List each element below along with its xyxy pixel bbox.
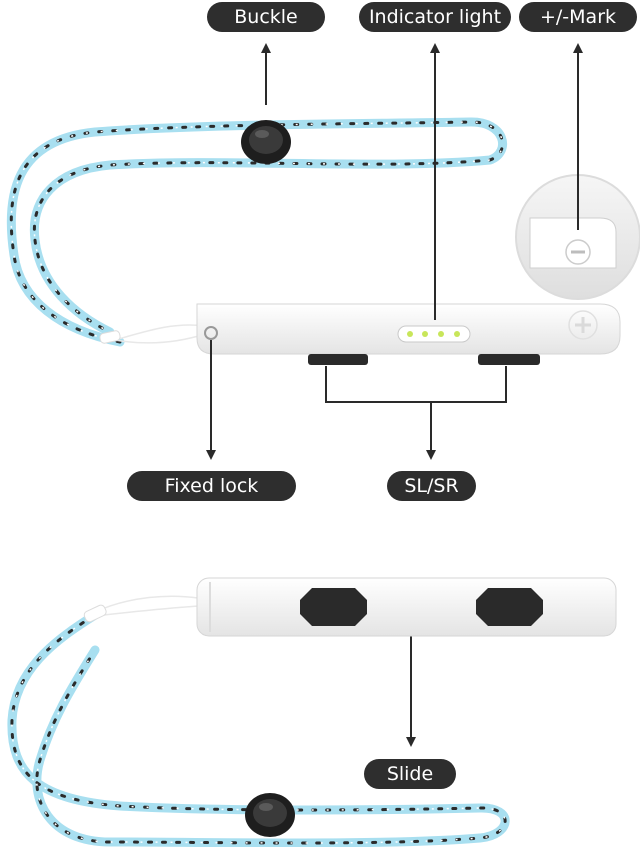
indicator-led-icon [407,331,460,337]
label-indicator-light: Indicator light [359,2,511,32]
label-slide: Slide [364,759,456,789]
sr-button [476,588,543,626]
label-sl-sr: SL/SR [387,471,476,501]
sl-button [300,588,367,626]
label-plus-minus-mark: +/-Mark [519,2,637,32]
buckle-icon [245,793,295,837]
minus-mark-zoom [515,174,640,300]
bottom-strap [7,595,510,847]
bottom-device [196,577,617,637]
top-strap [6,117,508,347]
label-fixed-lock: Fixed lock [127,471,296,501]
buckle-icon [241,120,291,164]
label-buckle: Buckle [207,2,325,32]
callout-lines [206,43,583,747]
sl-button [308,354,368,365]
sr-button [478,354,540,365]
minus-icon [565,239,591,265]
top-device [196,303,621,365]
plus-icon [568,310,598,340]
